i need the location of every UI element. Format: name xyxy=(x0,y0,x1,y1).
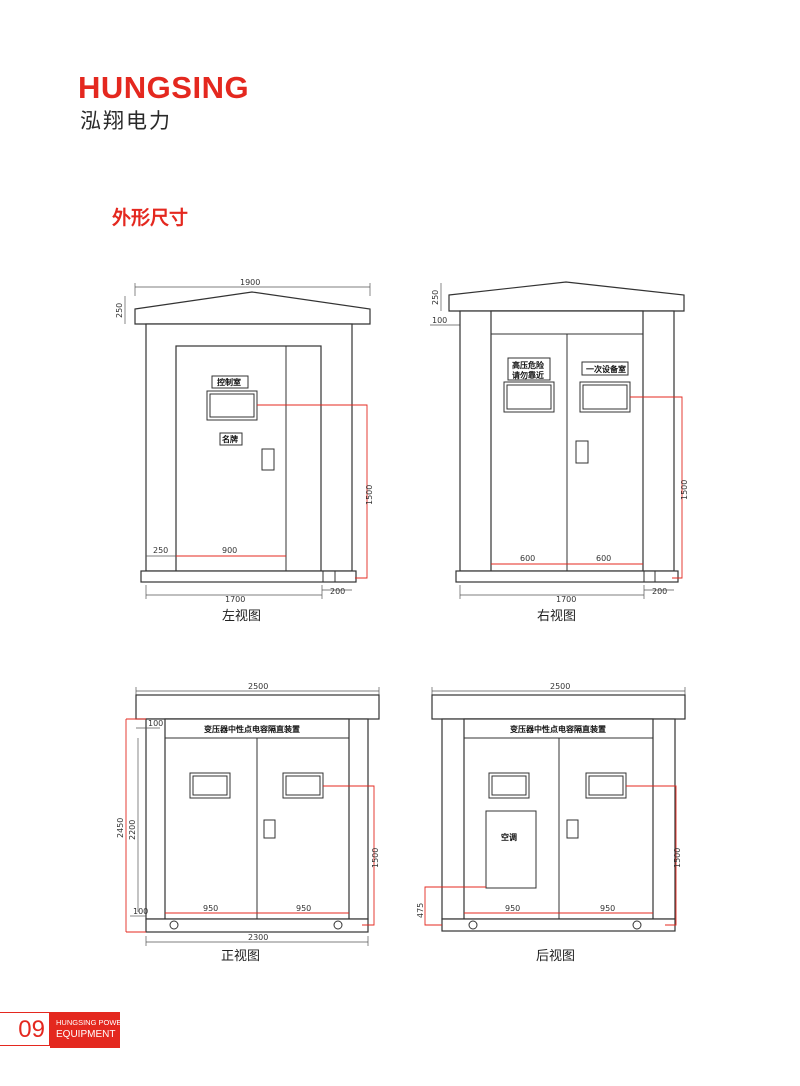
back-view-drawing: 2500 变压器中性点电容隔直装置 空调 1500 475 950 950 xyxy=(416,682,686,932)
front-dim-top-margin: 100 xyxy=(148,719,163,728)
left-dim-top-width: 1900 xyxy=(240,278,260,287)
page-number: 09 xyxy=(0,1012,50,1046)
right-label-room: 一次设备室 xyxy=(586,364,626,374)
right-dim-height: 1500 xyxy=(680,480,689,500)
left-label-nameplate: 名牌 xyxy=(222,434,238,444)
left-dim-base-width: 1700 xyxy=(225,595,245,604)
front-banner: 变压器中性点电容隔直装置 xyxy=(204,724,300,734)
right-view-caption: 右视图 xyxy=(537,609,576,624)
right-dim-eave: 100 xyxy=(432,316,447,325)
front-view-caption: 正视图 xyxy=(221,949,260,964)
back-dim-height: 1500 xyxy=(673,848,682,868)
back-view-caption: 后视图 xyxy=(536,949,575,964)
section-title: 外形尺寸 xyxy=(112,207,189,229)
left-dim-roof-height: 250 xyxy=(115,303,124,318)
brand-logo-cn: 泓翔电力 xyxy=(80,109,172,133)
left-dim-right-base: 200 xyxy=(330,587,345,596)
back-dim-door-right: 950 xyxy=(600,904,615,913)
right-dim-roof-height: 250 xyxy=(431,290,440,305)
left-view-caption: 左视图 xyxy=(222,609,261,624)
back-banner: 变压器中性点电容隔直装置 xyxy=(510,724,606,734)
footer-line-2: EQUIPMENT xyxy=(56,1029,116,1040)
right-view-drawing: 250 100 高压危险 请勿靠近 一次设备室 1500 600 600 170… xyxy=(430,281,689,604)
front-dim-base-width: 2300 xyxy=(248,933,268,942)
brand-logo-en: HUNGSING xyxy=(78,70,250,105)
right-dim-base-width: 1700 xyxy=(556,595,576,604)
footer-band xyxy=(50,1012,120,1048)
back-dim-panel-height: 475 xyxy=(416,903,425,918)
left-label-room: 控制室 xyxy=(217,377,241,387)
right-dim-door-left: 600 xyxy=(520,554,535,563)
back-dim-top-width: 2500 xyxy=(550,682,570,691)
front-dim-door-left: 950 xyxy=(203,904,218,913)
front-dim-height: 1500 xyxy=(371,848,380,868)
left-dim-height: 1500 xyxy=(365,485,374,505)
front-dim-total-height: 2450 xyxy=(116,818,125,838)
front-dim-door-right: 950 xyxy=(296,904,311,913)
right-dim-right-base: 200 xyxy=(652,587,667,596)
back-label-panel: 空调 xyxy=(501,832,517,842)
front-dim-top-width: 2500 xyxy=(248,682,268,691)
left-view-drawing: 1900 250 控制室 名牌 1500 250 900 1700 200 xyxy=(115,278,374,604)
right-dim-door-right: 600 xyxy=(596,554,611,563)
left-dim-door-width: 900 xyxy=(222,546,237,555)
footer-line-1: HUNGSING POWER xyxy=(56,1018,127,1027)
back-dim-door-left: 950 xyxy=(505,904,520,913)
front-dim-body-height: 2200 xyxy=(128,820,137,840)
front-dim-bottom-margin: 100 xyxy=(133,907,148,916)
right-label-warning-1: 高压危险 xyxy=(512,360,545,370)
front-view-drawing: 2500 变压器中性点电容隔直装置 2450 2200 100 100 1500… xyxy=(116,682,380,946)
right-label-warning-2: 请勿靠近 xyxy=(512,370,544,380)
left-dim-left-offset: 250 xyxy=(153,546,168,555)
